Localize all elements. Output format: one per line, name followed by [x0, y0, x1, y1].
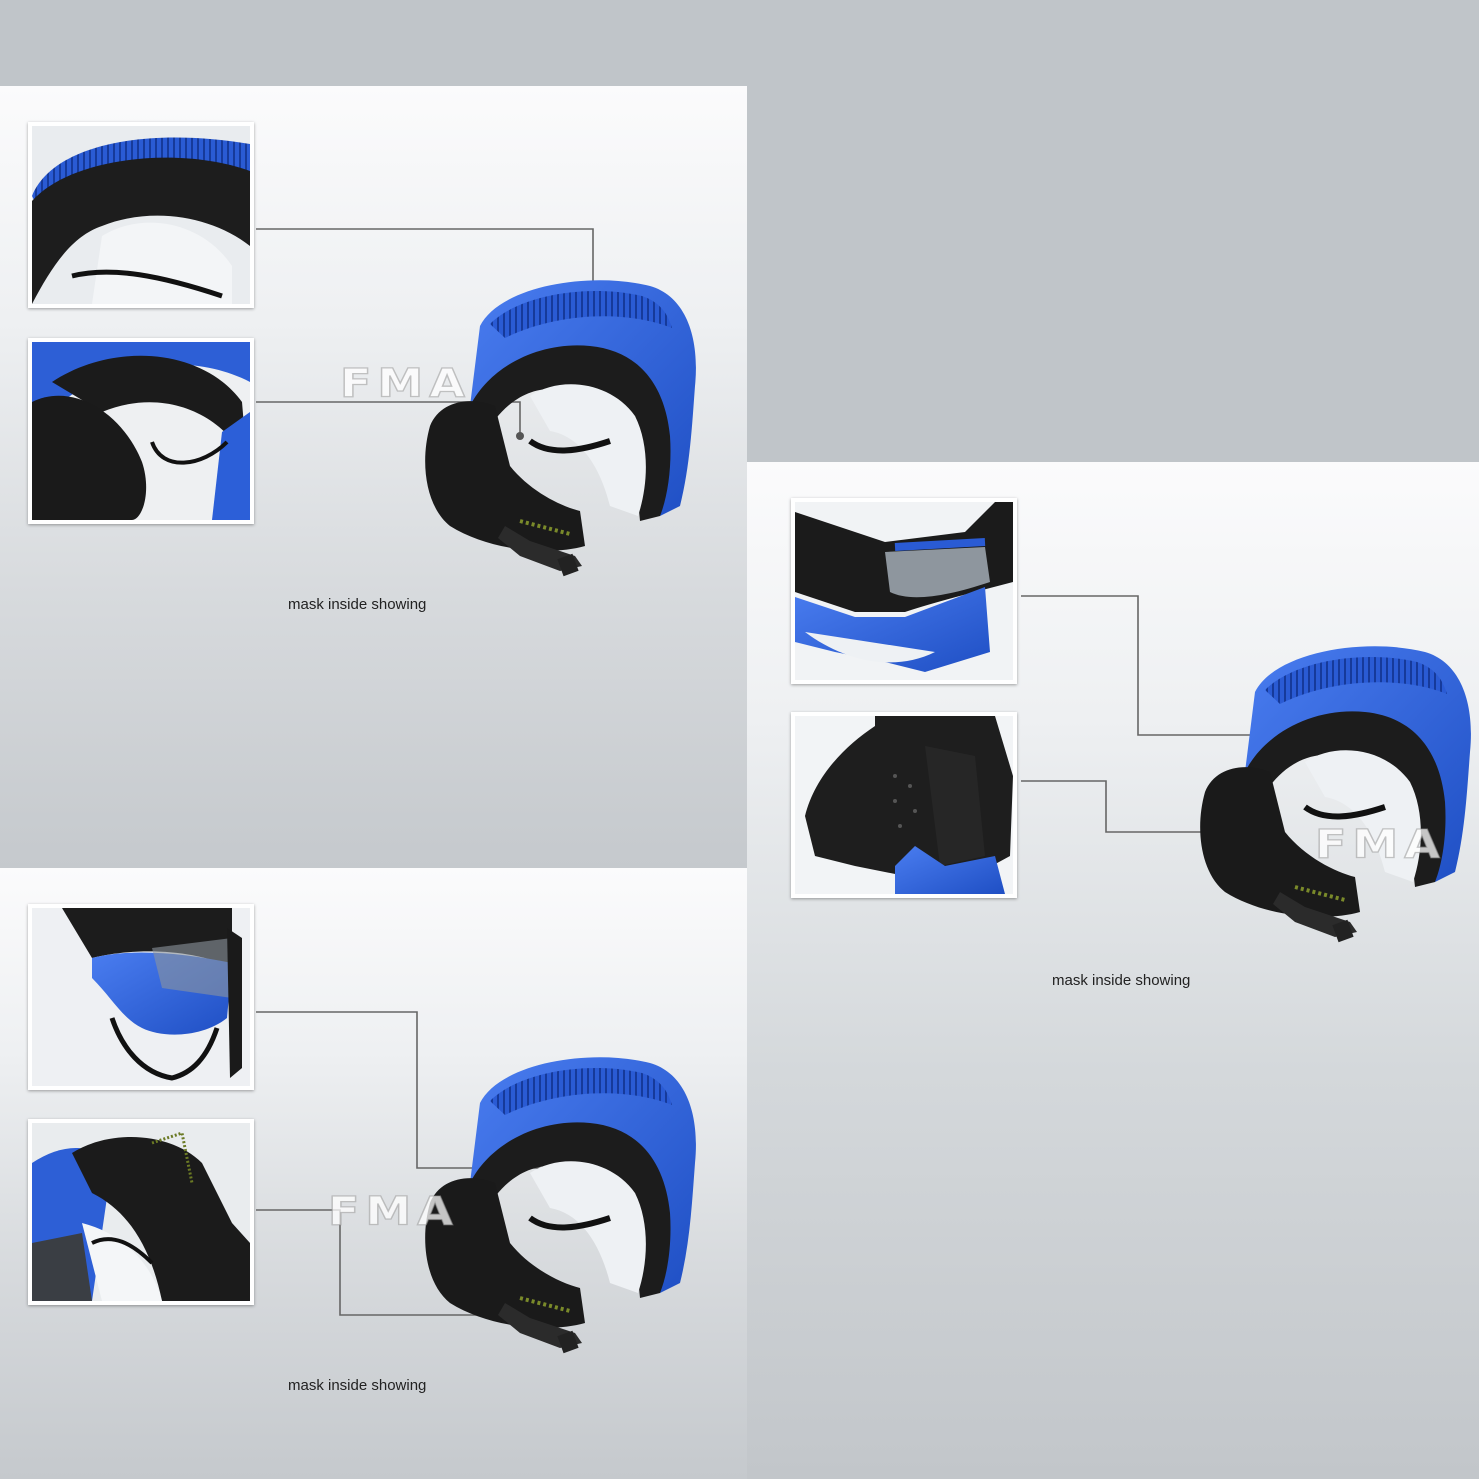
mask-detail-image — [795, 502, 1013, 680]
caption: mask inside showing — [1052, 972, 1191, 989]
detail-thumbnail-goggle-seal — [791, 498, 1017, 684]
mask-detail-image — [32, 1123, 250, 1301]
fma-watermark: FMA — [327, 1187, 459, 1234]
mask-detail-image — [32, 342, 250, 520]
caption: mask inside showing — [288, 596, 427, 613]
caption: mask inside showing — [288, 1377, 427, 1394]
product-panel-2: FMA mask inside showing — [0, 868, 747, 1479]
product-panel-3: FMA mask inside showing — [747, 462, 1479, 1479]
fma-watermark: FMA — [339, 359, 471, 406]
mask-inside-photo — [410, 266, 710, 586]
detail-thumbnail-chin-foam — [791, 712, 1017, 898]
detail-thumbnail-front-vent — [28, 904, 254, 1090]
detail-thumbnail-side-foam — [28, 338, 254, 524]
detail-thumbnail-top-vents — [28, 122, 254, 308]
product-panel-1: FMA mask inside showing — [0, 86, 747, 868]
detail-thumbnail-head-strap — [28, 1119, 254, 1305]
mask-inside-photo — [1185, 632, 1479, 952]
mask-detail-image — [795, 716, 1013, 894]
mask-detail-image — [32, 908, 250, 1086]
mask-detail-image — [32, 126, 250, 304]
fma-watermark: FMA — [1314, 820, 1446, 867]
